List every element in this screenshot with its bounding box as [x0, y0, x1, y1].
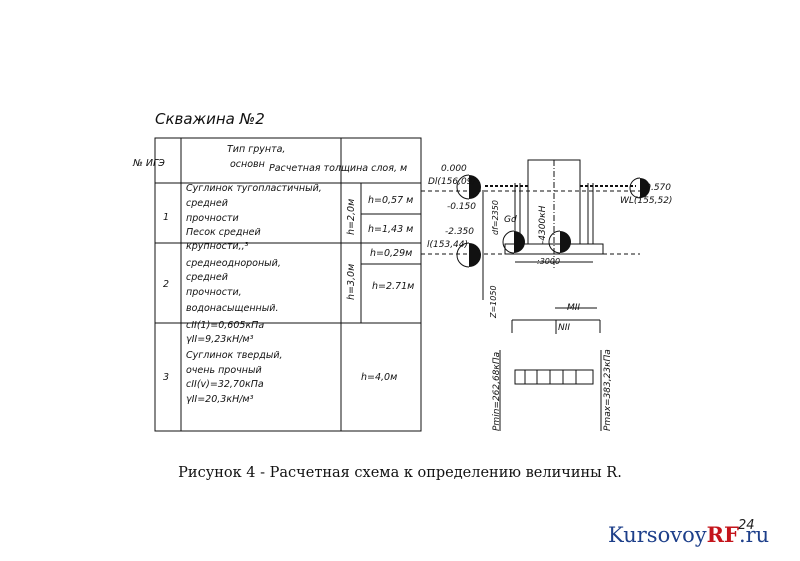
brand-part2: RF: [706, 522, 739, 547]
load-diagram: [499, 307, 602, 431]
row3-desc-1: γII=9,23кН/м³: [186, 334, 254, 345]
df-label: df=2350: [491, 200, 500, 235]
pmax-label: Pmax=383,23кПа: [603, 349, 613, 431]
brand-logo[interactable]: KursovoyRF.ru: [608, 522, 769, 547]
mark-wl: WL(155,52): [620, 196, 672, 206]
depth-label: Z=1050: [489, 285, 498, 319]
mark-2350: -2.350: [445, 227, 474, 237]
row1-desc-1: средней: [186, 198, 228, 209]
header-thickness: Расчетная толщина слоя, м: [269, 163, 407, 174]
row1-desc-0: Суглинок тугопластичный,: [186, 183, 322, 194]
moment-label: MII: [567, 303, 580, 313]
row3-desc-3: очень прочный: [186, 365, 262, 376]
row1-total: h=2,0м: [346, 199, 357, 235]
header-num: № ИГЭ: [132, 158, 165, 169]
figure-caption: Рисунок 4 - Расчетная схема к определени…: [178, 465, 622, 481]
row3-total: h=4,0м: [361, 372, 397, 383]
page-number: 24: [738, 518, 755, 533]
row2-total: h=3,0м: [346, 264, 357, 300]
mark-150: -0.150: [447, 202, 476, 212]
mark-0000: 0.000: [441, 164, 467, 174]
row3-desc-4: cII(v)=32,70кПа: [186, 379, 264, 390]
soil-table-grid: [154, 137, 422, 432]
row2-desc-2: прочности,: [186, 287, 242, 298]
row2-sub-1: h=2.71м: [372, 281, 414, 292]
row1-desc-3: Песок средней: [186, 227, 261, 238]
borehole-title: Скважина №2: [155, 110, 265, 128]
brand-part3: .ru: [738, 523, 770, 547]
row1-sub-1: h=1,43 м: [368, 224, 413, 235]
row2-desc-0: среднеоднороный,: [186, 258, 281, 269]
foundation: [482, 159, 604, 300]
row2-num: 2: [163, 279, 169, 290]
row2-desc-1: средней: [186, 272, 228, 283]
width-label: :3000: [537, 257, 560, 266]
mark-dl: Dl(156,09): [428, 177, 476, 187]
row3-num: 3: [163, 372, 169, 383]
header-type-line2: основн: [230, 159, 265, 170]
row3-desc-5: γII=20,3кН/м³: [186, 394, 254, 405]
row1-sub-0: h=0,57 м: [368, 195, 413, 206]
sigma-label: Gd: [504, 215, 517, 225]
row1-desc-4: крупности,,³: [186, 241, 249, 252]
row2-desc-3: водонасыщенный.: [186, 303, 278, 314]
normal-force-label: NII: [558, 323, 570, 333]
brand-part1: Kursovoy: [608, 523, 707, 547]
load-label: -4300кН: [538, 205, 548, 244]
header-type-line1: Тип грунта,: [227, 144, 285, 155]
row3-desc-0: cII(1)=0,605кПа: [186, 320, 264, 331]
row3-desc-2: Суглинок твердый,: [186, 350, 283, 361]
row1-num: 1: [163, 212, 169, 223]
level-markers: [456, 174, 650, 268]
row1-desc-2: прочности: [186, 213, 239, 224]
row2-sub-0: h=0,29м: [370, 248, 412, 259]
pmin-label: Pmin=262,68кПа: [492, 352, 502, 431]
mark-2350-sub: l(153,44): [427, 240, 468, 250]
mark-570: -0.570: [642, 183, 671, 193]
